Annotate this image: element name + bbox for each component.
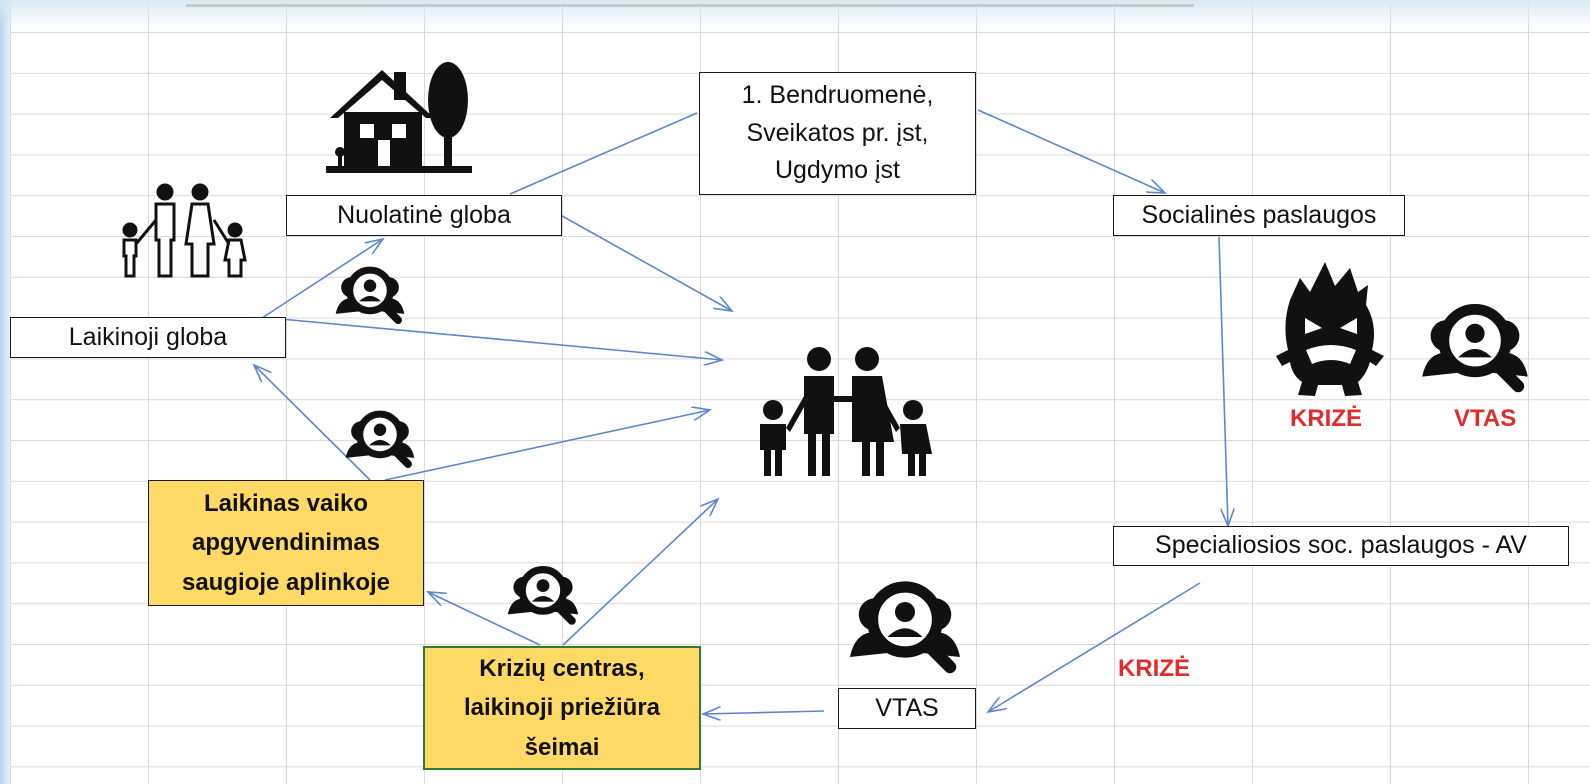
arrow-temporary-to-permanent xyxy=(261,239,383,319)
special-services-box: Specialiosios soc. paslaugos - AV xyxy=(1113,526,1569,566)
arrow-to-social-services xyxy=(977,109,1165,193)
investigation-icon xyxy=(850,587,960,667)
crisis-center-box[interactable]: Krizių centras, laikinoji priežiūra šeim… xyxy=(423,646,701,770)
crisis-label-bottom: KRIZĖ xyxy=(1118,655,1190,682)
arrow-vtas-to-crisis xyxy=(703,711,825,714)
arrow-community-link xyxy=(509,112,698,195)
vtas-box: VTAS xyxy=(838,688,976,729)
investigation-icon xyxy=(336,270,405,320)
window-edge xyxy=(0,0,10,784)
house-tree-icon xyxy=(326,62,472,173)
vtas-label-top: VTAS xyxy=(1454,405,1517,432)
top-divider xyxy=(186,4,1194,7)
arrow-placement-to-family xyxy=(384,410,710,481)
temporary-care-box: Laikinoji globa xyxy=(10,317,286,358)
permanent-care-box: Nuolatinė globa xyxy=(286,195,562,236)
arrow-permanent-to-family xyxy=(529,197,732,311)
arrows xyxy=(254,109,1228,714)
arrow-placement-to-temporary xyxy=(254,365,371,481)
temporary-placement-box: Laikinas vaiko apgyvendinimas saugioje a… xyxy=(148,480,424,606)
community-box: 1. Bendruomenė, Sveikatos pr. įst, Ugdym… xyxy=(699,72,976,195)
social-services-box: Socialinės paslaugos xyxy=(1113,195,1405,236)
small-family-icon xyxy=(122,183,247,278)
family-icon xyxy=(760,347,932,476)
monster-icon xyxy=(1276,262,1384,396)
investigation-icon xyxy=(508,570,578,621)
investigation-icon xyxy=(346,414,415,464)
arrow-crisis-to-family xyxy=(562,499,718,646)
arrow-social-to-special xyxy=(1218,236,1228,526)
arrow-temporary-to-family xyxy=(269,317,722,360)
investigation-icon xyxy=(1422,309,1528,386)
arrow-special-to-vtas xyxy=(988,582,1201,712)
crisis-label-top: KRIZĖ xyxy=(1290,405,1362,432)
arrow-crisis-to-placement xyxy=(428,592,541,646)
